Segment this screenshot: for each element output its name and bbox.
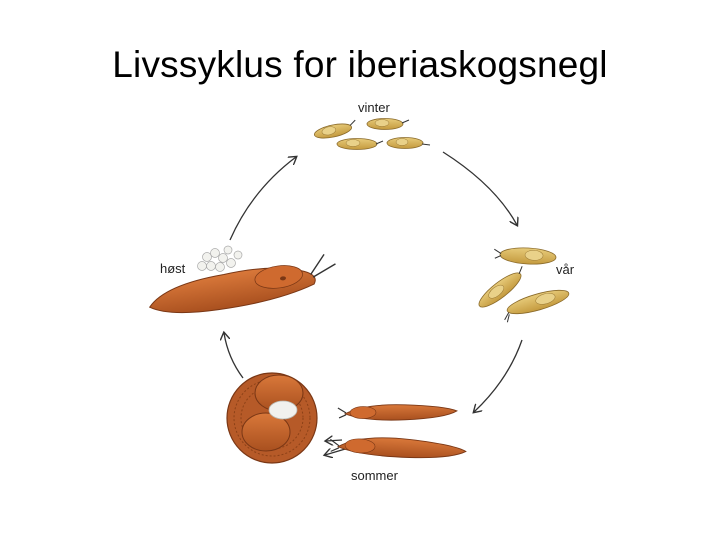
slug-icon xyxy=(336,138,384,150)
slug-icon xyxy=(337,404,458,421)
eggs-icon xyxy=(197,245,243,272)
slug-icon xyxy=(329,437,467,459)
arrow-coil-to-slug xyxy=(326,440,343,441)
slug-icon xyxy=(313,119,356,139)
mating-slugs-icon xyxy=(226,372,318,464)
page-title: Livssyklus for iberiaskogsnegl xyxy=(112,44,608,85)
winter-slugs xyxy=(313,118,431,150)
label-summer: sommer xyxy=(351,468,399,483)
slug-icon xyxy=(494,247,557,265)
arrow-summer-to-autumn xyxy=(224,333,244,379)
label-winter: vinter xyxy=(358,100,390,115)
slug-icon xyxy=(386,137,431,149)
slug-icon xyxy=(366,118,410,130)
slug-icon xyxy=(148,254,336,314)
label-autumn: høst xyxy=(160,261,186,276)
slug-icon xyxy=(504,289,570,323)
arrow-spring-to-summer xyxy=(474,339,523,412)
arrow-winter-to-spring xyxy=(442,151,517,225)
slug-icon xyxy=(478,266,523,308)
summer-slugs xyxy=(226,372,467,464)
autumn-slug xyxy=(148,245,336,314)
arrow-autumn-to-winter xyxy=(229,157,296,241)
label-spring: vår xyxy=(556,262,575,277)
spring-slugs xyxy=(478,247,570,323)
